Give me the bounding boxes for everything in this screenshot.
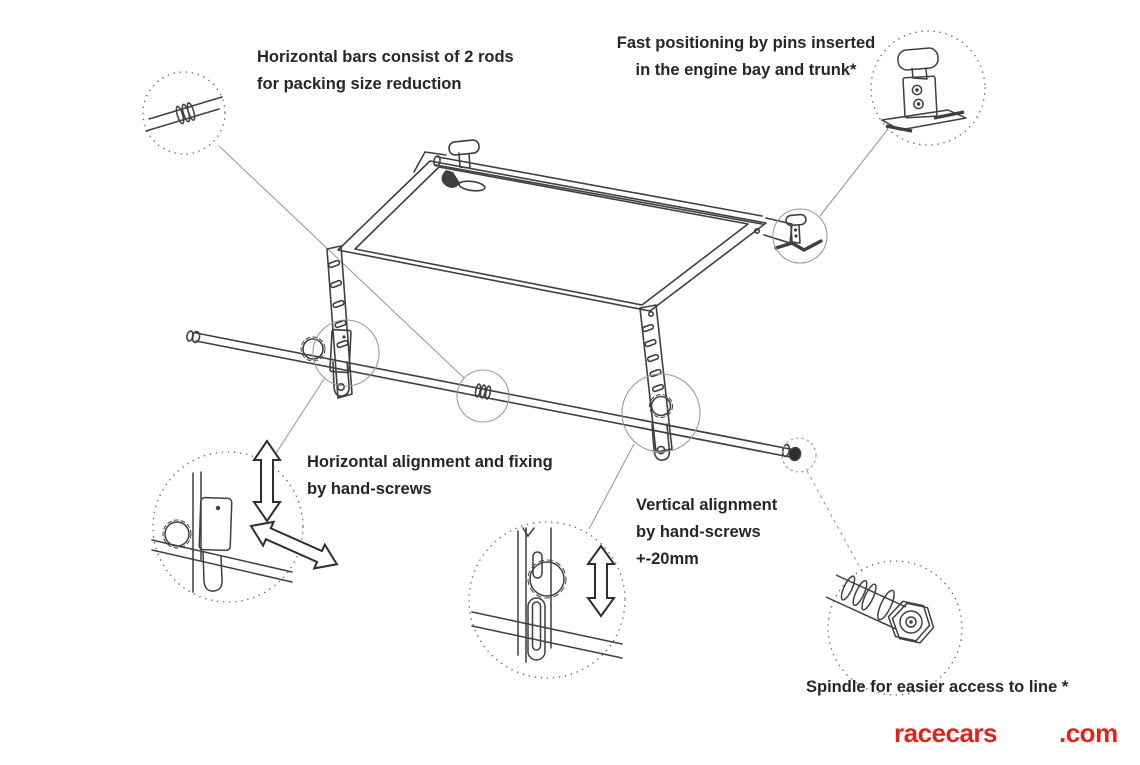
annotation-packing-rods: Horizontal bars consist of 2 rods for pa… — [257, 44, 514, 98]
annotation-fast-positioning: Fast positioning by pins inserted in the… — [612, 30, 880, 84]
detail-positioning-pin — [881, 47, 967, 133]
vertical-double-arrow-icon — [252, 439, 282, 523]
horizontal-double-arrow-icon — [249, 520, 339, 570]
vertical-double-arrow-icon-2 — [586, 544, 616, 618]
inline-callout-rings — [312, 208, 828, 473]
site-logo: racecars .com — [894, 718, 1118, 749]
horizontal-rod — [186, 330, 802, 462]
detail-circle-packing — [142, 71, 226, 155]
detail-vertical-clamp — [471, 527, 623, 663]
annotation-line: +-20mm — [636, 550, 699, 568]
rod-coupling — [474, 383, 492, 400]
annotation-line: Fast positioning by pins inserted — [616, 34, 876, 52]
right-hand-screw-knob — [650, 395, 672, 417]
detail-circle-horizontal-clamp — [152, 451, 304, 603]
annotation-line: for packing size reduction — [257, 75, 462, 93]
detail-spindle — [825, 574, 935, 644]
front-pin — [441, 139, 486, 192]
annotation-line: Horizontal alignment and fixing — [307, 453, 553, 471]
annotation-line: Spindle for easier access to line * — [806, 678, 1069, 696]
annotation-line: Vertical alignment — [636, 496, 778, 514]
right-slotted-plate — [639, 228, 760, 461]
detail-circle-vertical-clamp — [468, 521, 626, 679]
left-slotted-plate — [300, 245, 353, 399]
detail-circle-spindle — [827, 560, 963, 696]
logo-racecars: racecars — [894, 718, 998, 748]
detail-circle-pin — [870, 30, 986, 146]
annotation-line: by hand-screws — [307, 480, 432, 498]
leader-lines — [218, 128, 889, 574]
annotation-spindle: Spindle for easier access to line * — [806, 674, 1068, 701]
detail-circles — [142, 30, 986, 696]
detail-horizontal-clamp — [151, 471, 293, 593]
annotation-vertical-alignment: Vertical alignment by hand-screws +-20mm — [636, 492, 777, 573]
annotation-line: by hand-screws — [636, 523, 761, 541]
main-frame — [300, 139, 823, 461]
annotation-line: Horizontal bars consist of 2 rods — [257, 48, 514, 66]
logo-com: .com — [1059, 718, 1118, 748]
rear-pin — [774, 213, 823, 252]
spindle-end — [788, 446, 802, 462]
annotation-horizontal-alignment: Horizontal alignment and fixing by hand-… — [307, 449, 553, 503]
detail-packing-rods — [145, 96, 223, 132]
annotation-line: in the engine bay and trunk* — [635, 61, 857, 79]
adjustment-arrows — [249, 439, 616, 618]
